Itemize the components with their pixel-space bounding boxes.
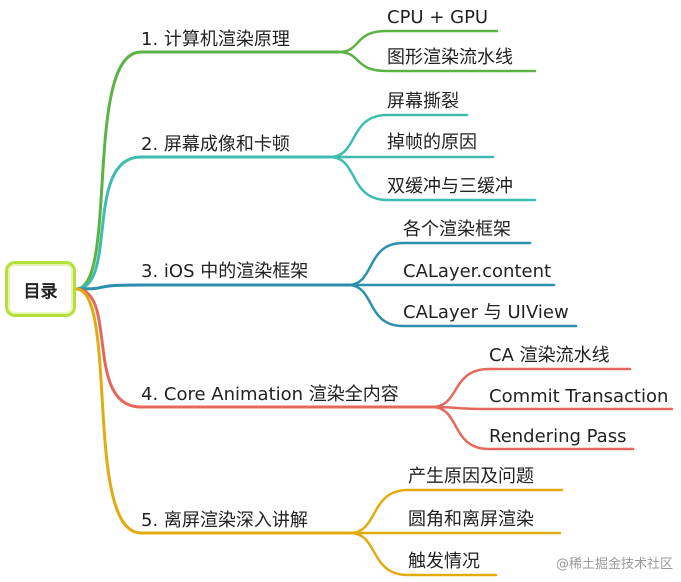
leaf-2-1-connector [328, 113, 469, 159]
leaf-1-2-label[interactable]: 图形渲染流水线 [387, 47, 513, 68]
watermark: @稀土掘金技术社区 [555, 557, 673, 572]
leaf-4-2-connector [430, 405, 674, 411]
branch-4-connector [74, 287, 434, 409]
leaf-3-1-connector [346, 241, 532, 287]
branch-2-connector [74, 155, 332, 291]
leaf-5-3-connector [348, 531, 498, 577]
leaf-3-1-label[interactable]: 各个渲染框架 [403, 219, 511, 240]
leaf-2-3-label[interactable]: 双缓冲与三缓冲 [387, 176, 513, 197]
branch-4-label[interactable]: 4. Core Animation 渲染全内容 [141, 384, 399, 405]
leaf-4-1-connector [430, 367, 632, 409]
branch-5-label[interactable]: 5. 离屏渲染深入讲解 [141, 510, 308, 531]
leaf-2-1-label[interactable]: 屏幕撕裂 [387, 91, 459, 112]
branch-3-connector [74, 283, 350, 291]
branch-5-connector [74, 287, 352, 535]
leaf-1-2-connector [336, 50, 537, 73]
leaf-4-2-label[interactable]: Commit Transaction [489, 386, 669, 407]
leaf-4-1-label[interactable]: CA 渲染流水线 [489, 345, 610, 366]
leaf-2-3-connector [328, 155, 537, 202]
leaf-3-2-label[interactable]: CALayer.content [403, 261, 552, 282]
leaf-5-1-label[interactable]: 产生原因及问题 [408, 466, 534, 487]
leaf-5-3-label[interactable]: 触发情况 [408, 551, 480, 572]
leaf-3-3-label[interactable]: CALayer 与 UIView [403, 302, 569, 323]
leaf-1-1-label[interactable]: CPU + GPU [387, 7, 489, 28]
branch-2-label[interactable]: 2. 屏幕成像和卡顿 [141, 134, 290, 155]
branch-1-label[interactable]: 1. 计算机渲染原理 [141, 29, 290, 50]
leaf-4-3-connector [430, 405, 635, 451]
leaf-1-1-connector [336, 29, 499, 54]
branch-3-label[interactable]: 3. iOS 中的渲染框架 [141, 261, 309, 282]
leaf-3-3-connector [346, 283, 578, 328]
root-node-label: 目录 [23, 281, 58, 302]
leaf-4-3-label[interactable]: Rendering Pass [489, 426, 627, 447]
leaf-2-2-label[interactable]: 掉帧的原因 [387, 132, 477, 153]
leaf-5-2-label[interactable]: 圆角和离屏渲染 [408, 509, 534, 530]
root-node-toc[interactable]: 目录 [5, 261, 76, 317]
leaf-5-1-connector [348, 488, 564, 535]
branch-1-connector [74, 50, 340, 291]
